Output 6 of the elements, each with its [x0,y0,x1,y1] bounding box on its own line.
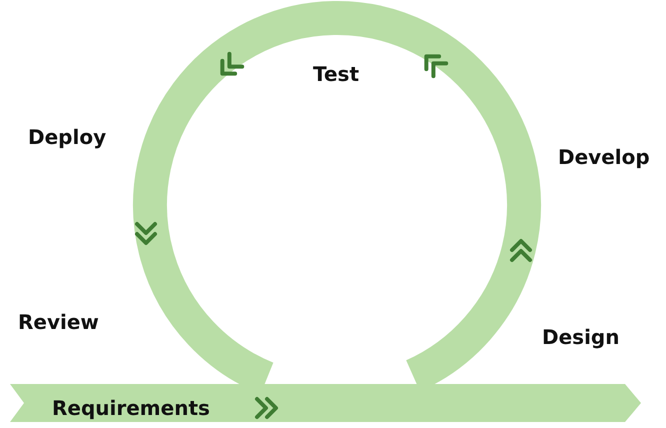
stage-label: Design [542,325,620,349]
stage-label: Develop [558,145,650,169]
stage-label: Deploy [28,125,106,149]
stage-label: Review [18,310,99,334]
stage-label: Test [313,62,359,86]
stage-label: Requirements [52,396,210,420]
